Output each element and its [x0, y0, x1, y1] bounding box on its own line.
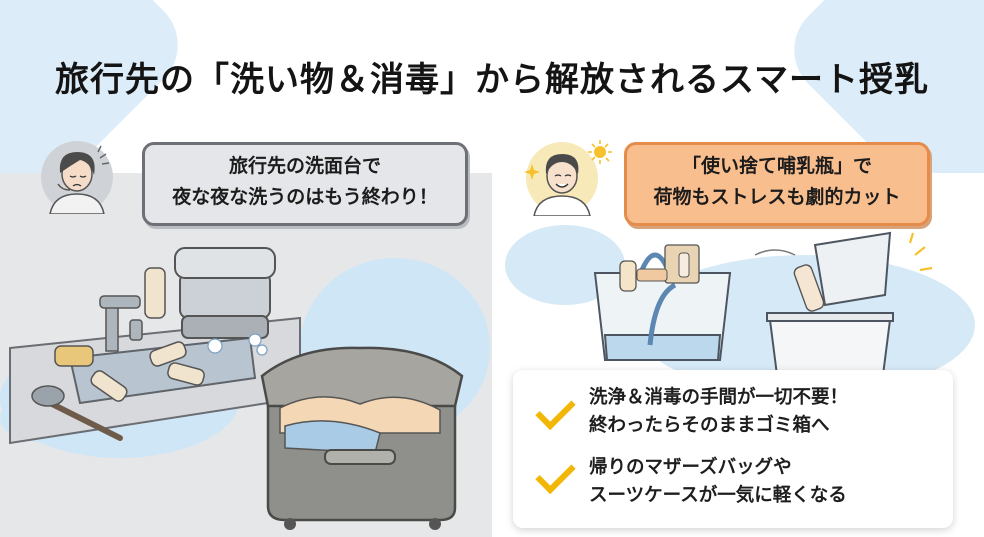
- benefit-line2: スーツケースが一気に軽くなる: [589, 485, 847, 506]
- benefit-line2: 終わったらそのままゴミ箱へ: [589, 415, 830, 436]
- messy-sink-and-suitcase-illustration: [0, 247, 490, 530]
- benefit-item: 帰りのマザーズバッグや スーツケースが一気に軽くなる: [589, 454, 847, 510]
- before-bubble-line1: 旅行先の洗面台で: [228, 155, 381, 177]
- tired-mother-icon: [41, 141, 113, 214]
- after-bubble-line1: 「使い捨て哺乳瓶」で: [681, 155, 872, 177]
- tote-bag-and-trash-bin-illustration: [505, 225, 975, 375]
- after-speech-bubble: 「使い捨て哺乳瓶」で 荷物もストレスも劇的カット: [624, 142, 930, 226]
- checkmark-icon: [535, 453, 576, 495]
- benefit-line1: 洗浄＆消毒の手間が一切不要！: [589, 387, 849, 408]
- benefits-card: 洗浄＆消毒の手間が一切不要！ 終わったらそのままゴミ箱へ 帰りのマザーズバッグや…: [513, 370, 953, 528]
- happy-mother-icon: [524, 140, 612, 216]
- page-title: 旅行先の「洗い物＆消毒」から解放されるスマート授乳: [55, 60, 929, 100]
- before-bubble-line2: 夜な夜な洗うのはもう終わり！: [172, 186, 438, 208]
- benefit-line1: 帰りのマザーズバッグや: [589, 457, 792, 478]
- before-speech-bubble: 旅行先の洗面台で 夜な夜な洗うのはもう終わり！: [142, 142, 468, 226]
- checkmark-icon: [535, 389, 576, 431]
- benefit-item: 洗浄＆消毒の手間が一切不要！ 終わったらそのままゴミ箱へ: [589, 384, 848, 440]
- after-bubble-line2: 荷物もストレスも劇的カット: [653, 186, 901, 208]
